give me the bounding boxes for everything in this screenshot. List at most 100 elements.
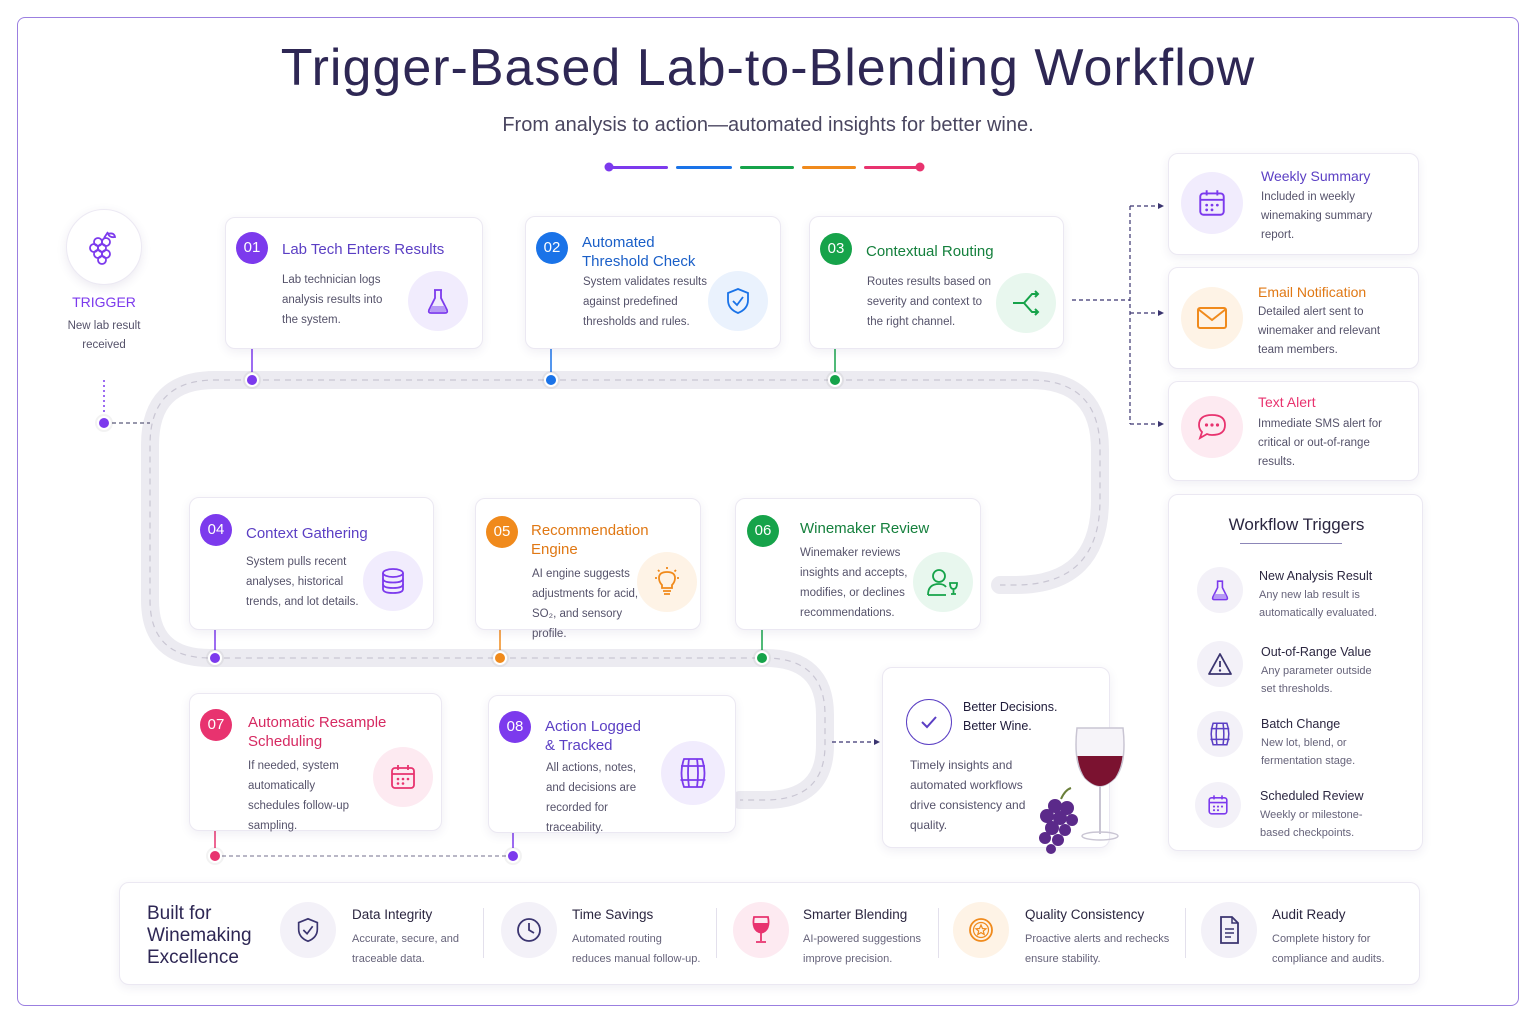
feature-desc: AI-powered suggestions improve precision… xyxy=(803,933,922,965)
trigger-item-desc: Any new lab result is automatically eval… xyxy=(1259,589,1378,619)
page-title: Trigger-Based Lab-to-Blending Workflow xyxy=(280,39,1256,97)
step-title: Automated Threshold Check xyxy=(582,234,696,270)
calendar-icon xyxy=(373,747,433,807)
step-number: 04 xyxy=(200,514,232,546)
channel-title: Text Alert xyxy=(1258,394,1316,410)
feature-desc: Automated routing reduces manual follow-… xyxy=(572,933,701,965)
step-title: Context Gathering xyxy=(246,525,368,542)
step-desc: If needed, system automatically schedule… xyxy=(248,760,350,832)
channel-title: Weekly Summary xyxy=(1261,168,1371,184)
step-number: 03 xyxy=(820,233,852,265)
lightbulb-icon xyxy=(637,552,697,612)
accent-bar-blue xyxy=(676,166,732,169)
divider xyxy=(938,908,939,958)
step-title: Automatic Resample Scheduling xyxy=(248,714,387,750)
step-card-07[interactable]: 07 Automatic Resample Scheduling If need… xyxy=(189,693,442,832)
barrel-icon xyxy=(661,741,725,805)
step-title: Action Logged & Tracked xyxy=(545,718,641,754)
envelope-icon xyxy=(1181,287,1243,349)
channel-card-email[interactable]: Email Notification Detailed alert sent t… xyxy=(1168,267,1419,369)
calendar-icon xyxy=(1195,782,1241,828)
outcome-desc: Timely insights and automated workflows … xyxy=(910,758,1026,832)
step-card-05[interactable]: 05 Recommendation Engine AI engine sugge… xyxy=(475,498,701,640)
trigger-item-title: Batch Change xyxy=(1261,717,1341,731)
divider xyxy=(716,908,717,958)
step-number: 02 xyxy=(536,232,568,264)
divider xyxy=(1185,908,1186,958)
page-frame xyxy=(17,17,1519,1006)
document-icon xyxy=(1201,902,1257,958)
channel-card-text-alert[interactable]: Text Alert Immediate SMS alert for criti… xyxy=(1168,381,1419,481)
trigger-item-desc: Any parameter outside set thresholds. xyxy=(1261,665,1372,695)
wine-glass-grapes-illustration xyxy=(1039,727,1125,854)
feature-desc: Accurate, secure, and traceable data. xyxy=(352,933,460,965)
step-card-03[interactable]: 03 Contextual Routing Routes results bas… xyxy=(809,216,1064,349)
step-number: 08 xyxy=(499,711,531,743)
feature-title: Audit Ready xyxy=(1272,907,1346,922)
step-desc: Lab technician logs analysis results int… xyxy=(282,274,383,326)
shield-check-icon xyxy=(708,271,768,331)
channel-desc: Included in weekly winemaking summary re… xyxy=(1261,191,1373,241)
trigger-item-title: New Analysis Result xyxy=(1259,569,1373,583)
shield-check-icon xyxy=(280,902,336,958)
step-number: 06 xyxy=(747,515,779,547)
page-subtitle: From analysis to action—automated insigh… xyxy=(502,114,1034,136)
database-icon xyxy=(363,551,423,611)
step-desc: System pulls recent analyses, historical… xyxy=(246,556,359,608)
trigger-item-desc: Weekly or milestone-based checkpoints. xyxy=(1260,809,1363,839)
step-card-08[interactable]: 08 Action Logged & Tracked All actions, … xyxy=(488,695,736,834)
winemaker-icon xyxy=(913,552,973,612)
step-node-02 xyxy=(544,373,558,387)
feature-title: Quality Consistency xyxy=(1025,907,1145,922)
step-title: Contextual Routing xyxy=(866,243,994,260)
feature-title: Time Savings xyxy=(572,907,654,922)
feature-title: Smarter Blending xyxy=(803,907,908,922)
step-node-07 xyxy=(208,849,222,863)
step-card-02[interactable]: 02 Automated Threshold Check System vali… xyxy=(525,216,781,349)
outcome-card: Better Decisions. Better Wine. Timely in… xyxy=(882,667,1125,854)
step-node-06 xyxy=(755,651,769,665)
step-number: 01 xyxy=(236,232,268,264)
routing-arrows-icon xyxy=(996,273,1056,333)
channel-desc: Immediate SMS alert for critical or out-… xyxy=(1258,418,1382,468)
clock-icon xyxy=(501,902,557,958)
step-title: Winemaker Review xyxy=(800,520,930,537)
accent-bar-orange xyxy=(802,166,856,169)
trigger-label: TRIGGER xyxy=(72,294,136,310)
step-node-04 xyxy=(208,651,222,665)
heading-underline xyxy=(1240,543,1342,544)
workflow-triggers-heading: Workflow Triggers xyxy=(1228,515,1365,534)
barrel-icon xyxy=(1197,711,1243,757)
trigger-item-desc: New lot, blend, or fermentation stage. xyxy=(1261,737,1356,767)
step-desc: AI engine suggests adjustments for acid,… xyxy=(532,568,639,640)
trigger-desc: New lab result received xyxy=(67,320,141,351)
step-card-06[interactable]: 06 Winemaker Review Winemaker reviews in… xyxy=(735,498,981,630)
wine-glass-icon xyxy=(733,902,789,958)
outcome-headline: Better Decisions. Better Wine. xyxy=(963,700,1058,733)
channel-desc: Detailed alert sent to winemaker and rel… xyxy=(1258,306,1381,356)
check-circle-icon xyxy=(906,699,952,745)
quality-badge-icon xyxy=(953,902,1009,958)
step-title: Recommendation Engine xyxy=(531,522,649,558)
step-desc: All actions, notes, and decisions are re… xyxy=(546,762,637,834)
grapes-icon xyxy=(89,231,117,265)
step-node-03 xyxy=(828,373,842,387)
accent-bar-purple xyxy=(612,166,668,169)
feature-desc: Proactive alerts and rechecks ensure sta… xyxy=(1025,933,1170,965)
step-card-04[interactable]: 04 Context Gathering System pulls recent… xyxy=(189,497,434,630)
channel-card-weekly-summary[interactable]: Weekly Summary Included in weekly winema… xyxy=(1168,153,1419,255)
trigger-node xyxy=(97,416,111,430)
step-node-01 xyxy=(245,373,259,387)
footer-heading: Built for Winemaking Excellence xyxy=(147,903,252,968)
flask-icon xyxy=(408,271,468,331)
chat-bubble-icon xyxy=(1181,396,1243,458)
feature-desc: Complete history for compliance and audi… xyxy=(1272,933,1385,965)
step-card-01[interactable]: 01 Lab Tech Enters Results Lab technicia… xyxy=(225,217,483,349)
warning-icon xyxy=(1197,641,1243,687)
step-desc: System validates results against predefi… xyxy=(583,276,707,328)
step-number: 05 xyxy=(486,516,518,548)
accent-bar-green xyxy=(740,166,794,169)
divider xyxy=(483,908,484,958)
calendar-icon xyxy=(1181,172,1243,234)
trigger-badge xyxy=(66,209,142,285)
